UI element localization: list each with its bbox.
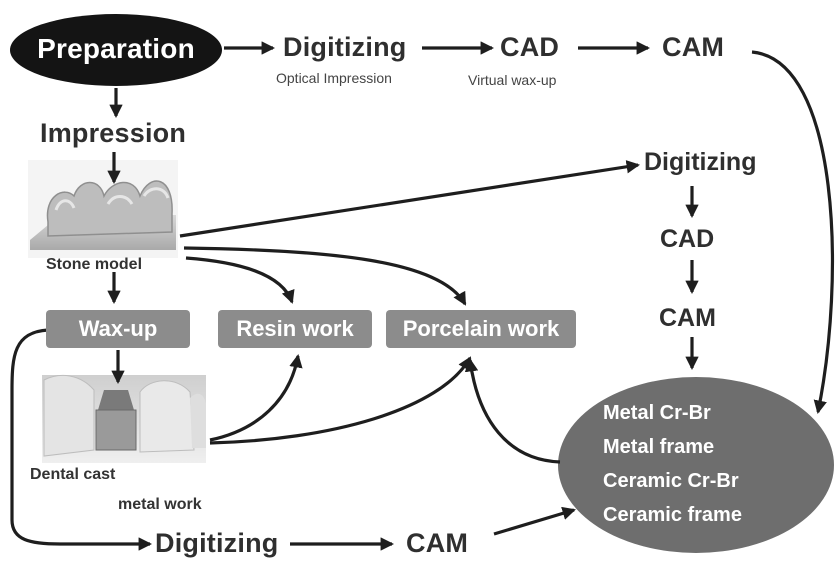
optical-impression-label: Optical Impression xyxy=(276,70,392,86)
preparation-label: Preparation xyxy=(37,33,195,64)
cad-label-right: CAD xyxy=(660,225,715,253)
impression-label: Impression xyxy=(40,118,187,148)
digitizing-label-bottom: Digitizing xyxy=(155,528,279,558)
stone-model-caption: Stone model xyxy=(46,256,143,273)
outcome-item-metal-cr-br: Metal Cr-Br xyxy=(603,402,711,424)
outcome-item-ceramic-frame: Ceramic frame xyxy=(603,504,742,526)
flow-arrows xyxy=(10,41,835,551)
stone-model-image xyxy=(28,160,178,258)
cam-label-right: CAM xyxy=(659,304,716,332)
porcelain-work-box: Porcelain work xyxy=(386,310,576,348)
outcome-item-ceramic-cr-br: Ceramic Cr-Br xyxy=(603,470,739,492)
outcome-node xyxy=(558,377,834,553)
metal-work-caption: metal work xyxy=(118,496,202,513)
dental-cast-image xyxy=(42,374,206,463)
cam-label-top: CAM xyxy=(662,32,725,62)
outcome-item-metal-frame: Metal frame xyxy=(603,436,715,458)
resin-work-box: Resin work xyxy=(218,310,372,348)
wax-up-box: Wax-up xyxy=(46,310,190,348)
cam-label-bottom: CAM xyxy=(406,528,469,558)
digitizing-label-top: Digitizing xyxy=(283,32,407,62)
dental-cast-caption: Dental cast xyxy=(30,466,116,483)
digitizing-label-right: Digitizing xyxy=(644,148,757,176)
cad-label-top: CAD xyxy=(500,32,560,62)
virtual-wax-up-label: Virtual wax-up xyxy=(468,72,557,88)
preparation-node xyxy=(10,14,222,86)
outcome-list: Metal Cr-Br Metal frame Ceramic Cr-Br Ce… xyxy=(603,396,742,532)
